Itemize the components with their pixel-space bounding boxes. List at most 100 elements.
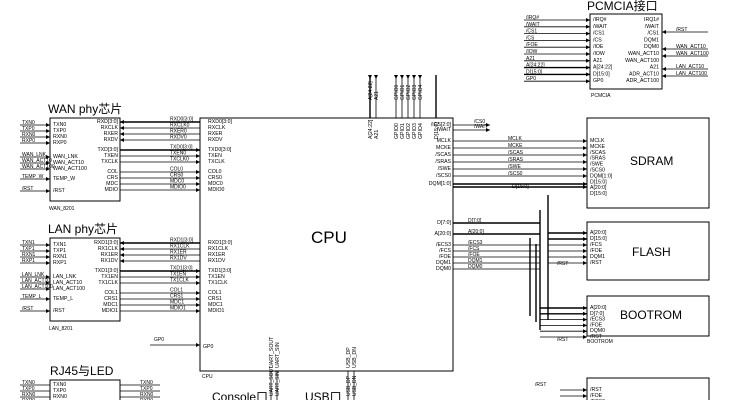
pcmcia-left-net-label: /FOE — [526, 42, 538, 48]
phy-left-pin-label: RXP1 — [53, 260, 67, 266]
phy-left-net-label: TEMP_W — [22, 174, 44, 180]
cpu-flash-pin-label: DQM1 — [436, 260, 451, 266]
pcmcia-left-net-label: D[15:0] — [526, 69, 543, 75]
phy-net-label: CRS0 — [170, 173, 184, 179]
arrow-head — [583, 153, 587, 157]
pcmcia-left-net-label: /CS — [526, 35, 535, 41]
phy-left-pin-label: TXN1 — [53, 242, 66, 248]
cpu-flash-net-label: A[20:0] — [468, 229, 484, 235]
arrow-head — [46, 261, 50, 265]
phy-net-label: RXD1[3:0] — [170, 238, 194, 244]
arrow-head — [196, 154, 200, 158]
arrow-head — [120, 241, 124, 245]
cpu-pcmcia-pin-label: /WAIT — [437, 127, 452, 133]
arrow-head — [406, 75, 410, 79]
pcmcia-right-pin-label: A21 — [650, 65, 659, 71]
sdram-pin-label: /SCS0 — [590, 168, 605, 174]
sdram-pin-label: MCKE — [590, 144, 606, 150]
pcmcia-right-pin-label: DQM1 — [644, 37, 659, 43]
arrow-head — [486, 128, 490, 132]
cpu-sdram-net-label: MCLK — [508, 136, 523, 142]
arrow-head — [196, 343, 200, 347]
arrow-head — [46, 281, 50, 285]
rj45-right-net-label: RXN0 — [140, 392, 154, 398]
cpu-phy-pin-label: COL1 — [208, 290, 222, 296]
arrow-head — [583, 182, 587, 186]
arrow-head — [586, 45, 590, 50]
phy-left-net-label: WAN_ACT100 — [22, 164, 55, 170]
phy-right-pin-label: TXEN — [104, 153, 118, 159]
pcmcia-right-pin-label: WAN_ACT100 — [625, 58, 659, 64]
bootrom-pin-label: /FOE — [590, 322, 603, 328]
flash-pin-label: DQM1 — [590, 254, 605, 260]
cpu-usb-net-label: USB_DP — [346, 375, 352, 396]
arrow-head — [583, 174, 587, 178]
arrow-head — [583, 323, 587, 328]
arrow-head — [412, 75, 416, 79]
cpu-phy-pin-label: RXCLK — [208, 125, 226, 131]
rj45-net-label: TXP0 — [22, 386, 35, 392]
cpu-caption: CPU — [202, 374, 213, 380]
arrow-head — [583, 311, 587, 316]
cpu-gpio-pin-label: GP0 — [203, 344, 213, 350]
phy-net-label: TXEN0 — [170, 151, 186, 157]
arrow-head — [120, 126, 124, 130]
arrow-head — [586, 79, 590, 84]
cpu-sdram-net-label: MCKE — [508, 143, 523, 149]
sdram-pin-label: /SRAS — [590, 156, 606, 162]
arrow-head — [46, 297, 50, 301]
arrow-head — [662, 47, 666, 51]
cpu-sdram-pin-label: MCKE — [436, 145, 452, 151]
cpu-phy-pin-label: MDIO1 — [208, 308, 225, 314]
cpu-flash-net-label: /ECS3 — [468, 240, 483, 246]
phy-right-pin-label: TXD1[3:0] — [95, 268, 119, 274]
pcmcia-right-pin-label: IRQ1# — [644, 17, 659, 23]
phy-right-pin-label: CRS — [107, 175, 118, 181]
rj45-right-net-label: TXN0 — [140, 380, 153, 386]
arrow-head — [586, 52, 590, 56]
phy-net-label: TXD0[3:0] — [170, 145, 193, 151]
cpu-phy-pin-label: MDC0 — [208, 181, 223, 187]
cpu-top-net-label: GPIO1 — [400, 84, 406, 100]
cpu-flash-net-label: /FOE — [468, 252, 480, 258]
rj45-pin-label: TXP0 — [53, 388, 66, 394]
cpu-usb-pin-label: USB_DN — [352, 347, 358, 368]
phy-net-label: MDC1 — [170, 300, 184, 306]
phy-left-net-label: WAN_LNK — [22, 152, 47, 158]
arrow-head — [583, 167, 587, 171]
arrow-head — [120, 259, 124, 263]
pcmcia-left-net-label: GP0 — [526, 76, 536, 82]
cpu-uart-net-label: UART_SOUT — [269, 366, 275, 396]
cpu-top-pin-label: GPIO1 — [400, 123, 406, 139]
sdram-label: SDRAM — [630, 154, 673, 168]
phy-left-net-label: TEMP_L — [22, 294, 42, 300]
phy-left-net-label: WAN_ACT10 — [22, 158, 52, 164]
phy-left-pin-label: TXN0 — [53, 122, 66, 128]
phy-left-pin-label: LAN_ACT100 — [53, 286, 85, 292]
phy-net-label: MDC0 — [170, 179, 184, 185]
pcmcia-caption: PCMCIA — [591, 93, 611, 99]
phy-right-pin-label: RX1DV — [101, 258, 119, 264]
cpu-sdram-pin-label: /SWE — [438, 166, 452, 172]
rj45-net-label: TXN0 — [22, 380, 35, 386]
phy-left-pin-label: TXP0 — [53, 128, 66, 134]
arrow-head — [394, 75, 398, 79]
arrow-head — [583, 335, 587, 339]
cpu-block — [199, 117, 454, 372]
flash-pin-label: /FOE — [590, 248, 603, 254]
arrow-head — [120, 253, 124, 257]
cpu-phy-pin-label: MDIO0 — [208, 187, 225, 193]
pcmcia-left-pin-label: /CS — [593, 37, 602, 43]
phy-left-net-label: LAN_ACT100 — [22, 284, 53, 290]
cpu-phy-pin-label: RX1DV — [208, 258, 226, 264]
cpu-uart-pin-label: UART_SOUT — [269, 336, 275, 368]
arrow-head — [586, 58, 590, 63]
phy-right-pin-label: MDIO1 — [102, 308, 119, 314]
cpu-sdram-pin-label: MCLK — [437, 138, 452, 144]
phy-left-net-label: RXN1 — [22, 252, 36, 258]
cpu-top-net-label: GPIO0 — [394, 84, 400, 100]
phy-net-label: MDIO1 — [170, 306, 186, 312]
console-title: Console口 — [212, 390, 268, 400]
